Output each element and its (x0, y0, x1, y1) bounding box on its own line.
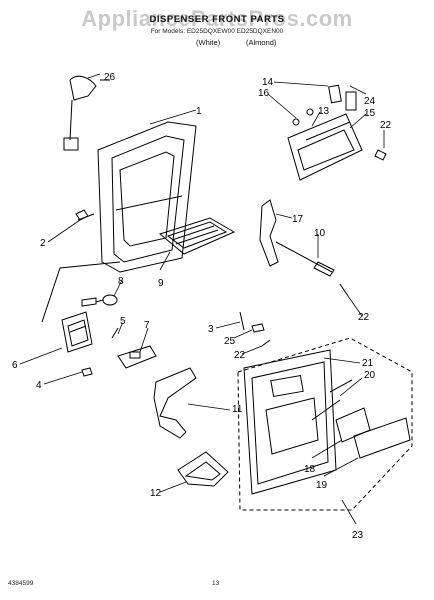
part-label-7: 7 (144, 320, 150, 331)
part-label-23: 23 (352, 530, 364, 541)
part-label-16: 16 (258, 88, 270, 99)
part-label-6: 6 (12, 360, 18, 371)
part-label-14: 14 (262, 77, 274, 88)
diagram-title: DISPENSER FRONT PARTS (149, 14, 285, 25)
part-label-25: 25 (224, 336, 236, 347)
part-label-5: 5 (120, 316, 126, 327)
document-number: 4384599 (8, 580, 34, 587)
part-label-1: 1 (196, 106, 202, 117)
part-label-18: 18 (304, 464, 316, 475)
part-label-26: 26 (104, 72, 116, 83)
part-label-3: 3 (208, 324, 214, 335)
color-label-almond: (Almond) (246, 38, 277, 47)
part-label-10: 10 (314, 228, 326, 239)
part-label-12: 12 (150, 488, 162, 499)
part-label-9: 9 (158, 278, 164, 289)
part-label-15: 15 (364, 108, 376, 119)
part-label-20: 20 (364, 370, 376, 381)
part-label-8: 8 (118, 276, 124, 287)
part-label-22: 22 (380, 120, 392, 131)
part-label-2: 2 (40, 238, 46, 249)
part-label-22: 22 (358, 312, 370, 323)
part-label-17: 17 (292, 214, 304, 225)
part-label-19: 19 (316, 480, 328, 491)
watermark: AppliancePartsPros.com (81, 6, 353, 31)
part-label-4: 4 (36, 380, 42, 391)
model-numbers: For Models: ED25DQXEW00 ED25DQXEN00 (150, 28, 284, 35)
color-label-white: (White) (196, 38, 221, 47)
part-label-11: 11 (232, 404, 243, 415)
part-label-24: 24 (364, 96, 376, 107)
part-label-22: 22 (234, 350, 246, 361)
part-label-21: 21 (362, 358, 374, 369)
page-number: 13 (212, 580, 220, 587)
part-label-13: 13 (318, 106, 330, 117)
